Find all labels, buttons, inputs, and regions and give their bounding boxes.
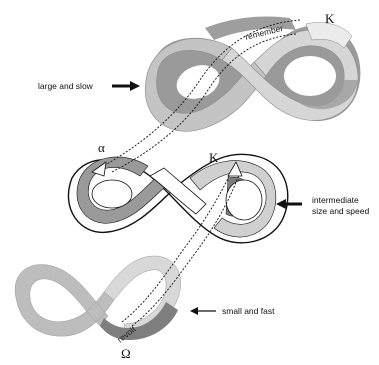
large-cycle-right-lobe [221,29,359,121]
omega-label: Ω [121,346,131,361]
large-pointer-head [130,81,140,91]
large-slow-cycle [144,16,361,132]
intermediate-cycle-right-band [189,160,277,238]
intermediate-label-line2: size and speed [312,206,369,216]
kappa-mid-label: K [209,150,219,165]
small-fast-label: small and fast [222,306,275,316]
small-fast-cycle [14,255,181,340]
large-slow-label: large and slow [38,81,94,91]
revolt-arrow [121,169,233,323]
connector-arrows [99,19,301,327]
alpha-label: α [98,140,105,155]
small-cycle-revolt-segment [100,302,178,340]
remember-arrowhead [91,161,107,177]
intermediate-cycle-left-band [76,156,167,224]
kappa-top-label: K [325,11,335,26]
small-cycle-right-lobe [103,255,181,337]
intermediate-label-line1: intermediate [312,195,359,205]
pointer-arrows [112,81,302,315]
intermediate-cycle [67,153,289,244]
small-pointer-head [190,307,198,315]
remember-arrow [99,19,301,169]
intermediate-pointer-head [276,199,286,209]
small-cycle-left-lobe [14,264,115,337]
revolt-arrowhead [227,161,243,177]
large-cycle-k-segment [305,22,353,49]
